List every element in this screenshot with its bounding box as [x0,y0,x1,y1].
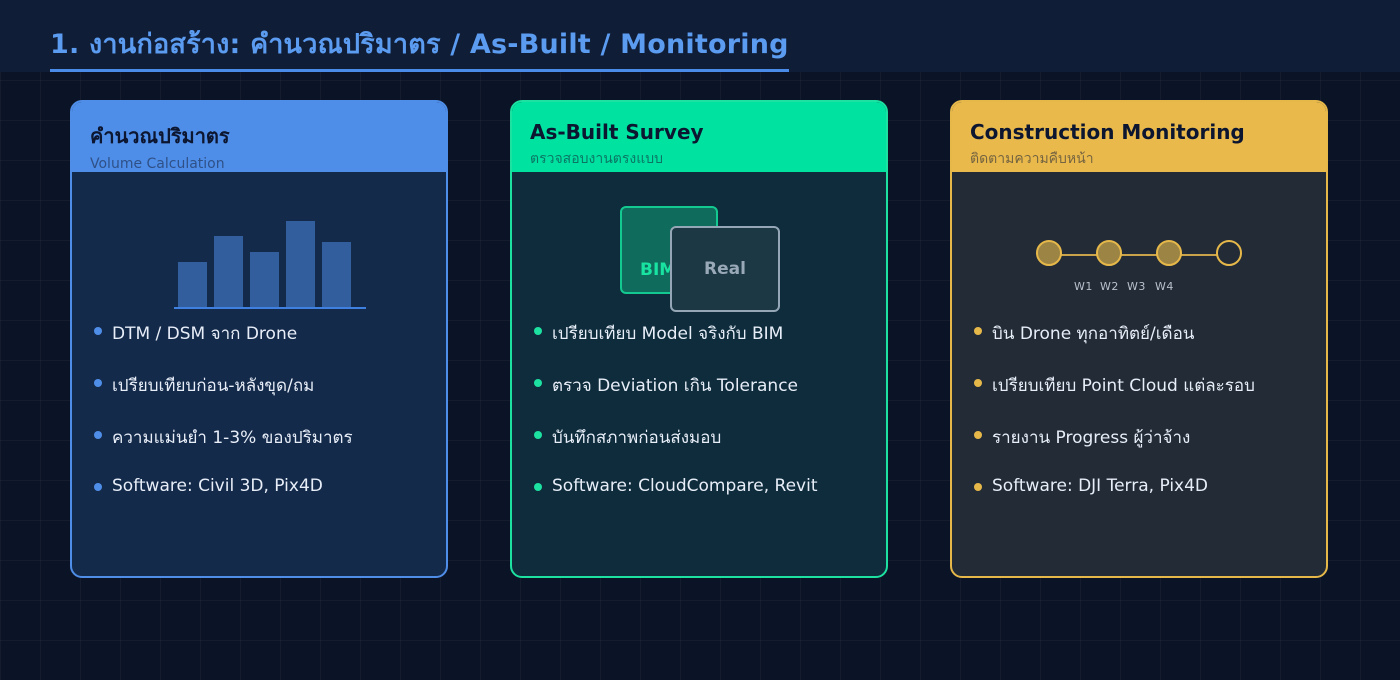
real-model-box: Real [670,226,780,312]
card-subtitle: ตรวจสอบงานตรงแบบ [530,151,664,167]
list-item-text: ตรวจ Deviation เกิน Tolerance [552,376,798,396]
list-item: Software: CloudCompare, Revit [534,476,868,528]
card-header: Construction Monitoring ติดตามความคืบหน้… [952,102,1326,172]
list-item: บันทึกสภาพก่อนส่งมอบ [534,424,868,476]
bar-icon-bar [250,252,279,307]
week-label: W1 [1074,280,1093,293]
card-subtitle: ติดตามความคืบหน้า [970,151,1094,167]
feature-list: DTM / DSM จาก Drone เปรียบเทียบก่อน-หลัง… [72,320,446,528]
timeline-node [1096,240,1122,266]
bullet-icon [534,483,542,491]
list-item: รายงาน Progress ผู้ว่าจ้าง [974,424,1308,476]
bullet-icon [534,431,542,439]
bim-overlay-icon: BIM Real [512,172,886,320]
card-title: Construction Monitoring [970,120,1245,144]
bim-label: BIM [640,260,677,280]
bullet-icon [534,327,542,335]
feature-list: เปรียบเทียบ Model จริงกับ BIM ตรวจ Devia… [512,320,886,528]
list-item-text: Software: DJI Terra, Pix4D [992,476,1209,496]
list-item: เปรียบเทียบ Point Cloud แต่ละรอบ [974,372,1308,424]
list-item-text: DTM / DSM จาก Drone [112,324,298,344]
page-title: 1. งานก่อสร้าง: คำนวณปริมาตร / As-Built … [50,22,789,72]
list-item-text: Software: CloudCompare, Revit [552,476,818,496]
feature-list: บิน Drone ทุกอาทิตย์/เดือน เปรียบเทียบ P… [952,320,1326,528]
bar-chart-icon [72,172,446,320]
list-item: DTM / DSM จาก Drone [94,320,428,372]
list-item-text: Software: Civil 3D, Pix4D [112,476,323,496]
bullet-icon [94,483,102,491]
list-item-text: บิน Drone ทุกอาทิตย์/เดือน [992,324,1195,344]
card-header: คำนวณปริมาตร Volume Calculation [72,102,446,172]
list-item-text: เปรียบเทียบ Model จริงกับ BIM [552,324,784,344]
list-item: เปรียบเทียบก่อน-หลังขุด/ถม [94,372,428,424]
card-header: As-Built Survey ตรวจสอบงานตรงแบบ [512,102,886,172]
bullet-icon [94,431,102,439]
card-title: As-Built Survey [530,120,704,144]
bar-icon-bar [286,221,315,307]
list-item-text: เปรียบเทียบ Point Cloud แต่ละรอบ [992,376,1255,396]
bar-icon-bar [178,262,207,307]
bullet-icon [94,327,102,335]
bullet-icon [974,483,982,491]
list-item: ตรวจ Deviation เกิน Tolerance [534,372,868,424]
list-item: บิน Drone ทุกอาทิตย์/เดือน [974,320,1308,372]
card-title: คำนวณปริมาตร [90,124,230,148]
list-item-text: ความแม่นยำ 1-3% ของปริมาตร [112,428,353,448]
real-label: Real [704,259,746,279]
list-item-text: รายงาน Progress ผู้ว่าจ้าง [992,428,1191,448]
week-label: W4 [1155,280,1174,293]
bar-icon-bar [214,236,243,307]
timeline-line [1050,254,1230,256]
bullet-icon [974,327,982,335]
list-item: เปรียบเทียบ Model จริงกับ BIM [534,320,868,372]
bullet-icon [94,379,102,387]
list-item-text: บันทึกสภาพก่อนส่งมอบ [552,428,722,448]
bar-icon-bar [322,242,351,307]
list-item-text: เปรียบเทียบก่อน-หลังขุด/ถม [112,376,315,396]
list-item: Software: Civil 3D, Pix4D [94,476,428,528]
list-item: Software: DJI Terra, Pix4D [974,476,1308,528]
timeline-node [1036,240,1062,266]
timeline: W1 W2 W3 W4 [1036,240,1242,300]
bullet-icon [974,379,982,387]
card-construction-monitoring: Construction Monitoring ติดตามความคืบหน้… [950,100,1328,578]
card-volume-calculation: คำนวณปริมาตร Volume Calculation DTM / DS… [70,100,448,578]
card-subtitle: Volume Calculation [90,156,225,172]
week-label: W3 [1127,280,1146,293]
timeline-node [1156,240,1182,266]
bullet-icon [974,431,982,439]
timeline-icon: W1 W2 W3 W4 [952,172,1326,320]
bullet-icon [534,379,542,387]
bar-chart-graphic [174,221,366,309]
timeline-node [1216,240,1242,266]
top-bar: 1. งานก่อสร้าง: คำนวณปริมาตร / As-Built … [0,0,1400,72]
list-item: ความแม่นยำ 1-3% ของปริมาตร [94,424,428,476]
week-label: W2 [1100,280,1119,293]
card-as-built-survey: As-Built Survey ตรวจสอบงานตรงแบบ BIM Rea… [510,100,888,578]
